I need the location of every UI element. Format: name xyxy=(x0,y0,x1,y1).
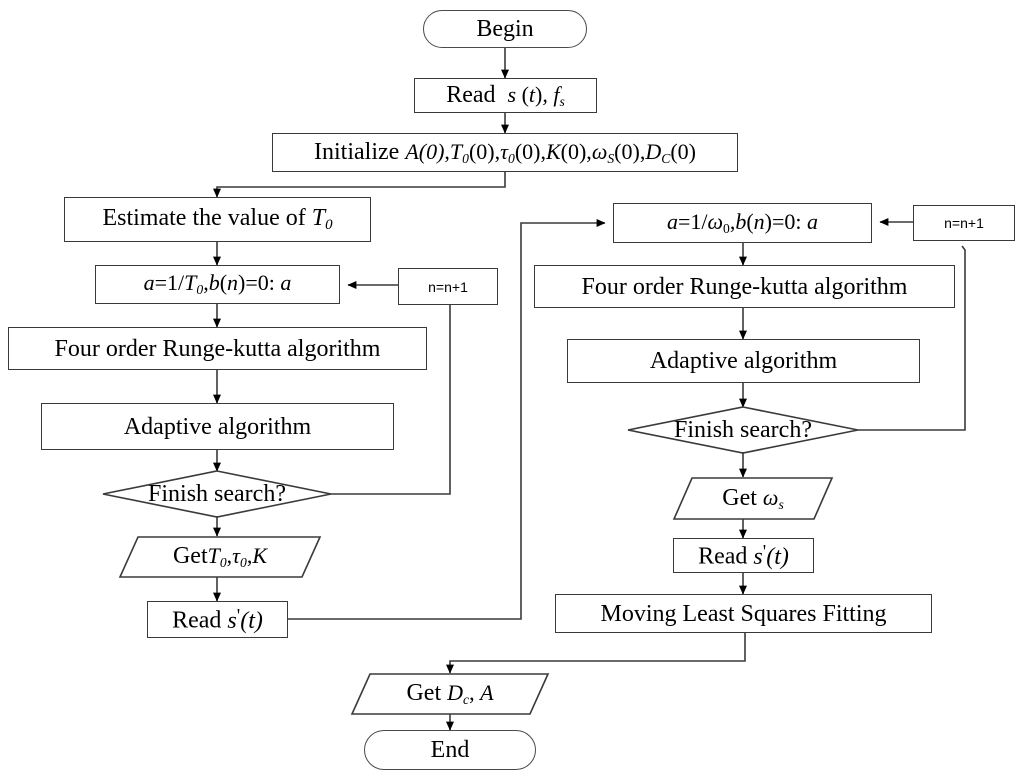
node-read-signal-label: Read s (t), fs xyxy=(446,81,565,109)
node-get-dc-a[interactable]: Get Dc, A xyxy=(352,674,548,714)
node-left-runge-kutta-label: Four order Runge-kutta algorithm xyxy=(54,335,381,362)
node-moving-least-squares-label: Moving Least Squares Fitting xyxy=(600,600,887,627)
node-right-adaptive[interactable]: Adaptive algorithm xyxy=(567,339,920,383)
edge-lsf-to-get-dc xyxy=(446,633,746,674)
node-left-runge-kutta[interactable]: Four order Runge-kutta algorithm xyxy=(8,327,427,370)
node-left-get-params-label: GetT0,τ0,K xyxy=(172,543,268,571)
node-right-read-sprime-label: Read s'(t) xyxy=(698,541,789,570)
node-right-finish-search[interactable]: Finish search? xyxy=(628,407,858,453)
node-left-increment-label: n=n+1 xyxy=(428,278,468,295)
node-left-get-params[interactable]: GetT0,τ0,K xyxy=(120,537,320,577)
node-estimate-t0[interactable]: Estimate the value of T0 xyxy=(64,197,371,242)
edge-initialize-to-estimate xyxy=(213,172,506,198)
node-left-adaptive[interactable]: Adaptive algorithm xyxy=(41,403,394,450)
node-right-get-omega-label: Get ωs xyxy=(722,484,784,512)
node-begin[interactable]: Begin xyxy=(423,10,587,48)
node-initialize-label: Initialize A(0),T0(0),τ0(0),K(0),ωS(0),D… xyxy=(314,138,696,166)
node-initialize[interactable]: Initialize A(0),T0(0),τ0(0),K(0),ωS(0),D… xyxy=(272,133,738,172)
node-left-finish-search-label: Finish search? xyxy=(148,481,286,507)
node-right-increment[interactable]: n=n+1 xyxy=(913,205,1015,241)
node-right-read-sprime[interactable]: Read s'(t) xyxy=(673,538,814,573)
node-left-read-sprime-label: Read s'(t) xyxy=(172,605,263,634)
node-left-finish-search[interactable]: Finish search? xyxy=(103,471,331,517)
node-left-assign-a-label: a=1/T0,b(n)=0: a xyxy=(143,270,292,298)
node-right-increment-label: n=n+1 xyxy=(944,215,984,231)
node-right-adaptive-label: Adaptive algorithm xyxy=(649,348,838,374)
node-end[interactable]: End xyxy=(364,730,536,770)
node-right-assign-a-label: a=1/ω0,b(n)=0: a xyxy=(666,208,819,236)
node-left-read-sprime[interactable]: Read s'(t) xyxy=(147,601,288,638)
node-get-dc-a-label: Get Dc, A xyxy=(406,680,494,708)
node-left-increment[interactable]: n=n+1 xyxy=(398,268,498,305)
node-left-adaptive-label: Adaptive algorithm xyxy=(123,413,312,440)
node-read-signal[interactable]: Read s (t), fs xyxy=(414,78,597,113)
node-begin-label: Begin xyxy=(476,16,534,42)
node-right-assign-a[interactable]: a=1/ω0,b(n)=0: a xyxy=(613,203,872,243)
node-right-finish-search-label: Finish search? xyxy=(674,417,812,443)
node-right-runge-kutta-label: Four order Runge-kutta algorithm xyxy=(581,273,908,300)
node-end-label: End xyxy=(430,737,470,763)
node-right-get-omega[interactable]: Get ωs xyxy=(674,478,832,519)
node-right-runge-kutta[interactable]: Four order Runge-kutta algorithm xyxy=(534,265,955,308)
node-left-assign-a[interactable]: a=1/T0,b(n)=0: a xyxy=(95,265,340,304)
node-estimate-t0-label: Estimate the value of T0 xyxy=(102,204,333,234)
node-moving-least-squares[interactable]: Moving Least Squares Fitting xyxy=(555,594,932,633)
